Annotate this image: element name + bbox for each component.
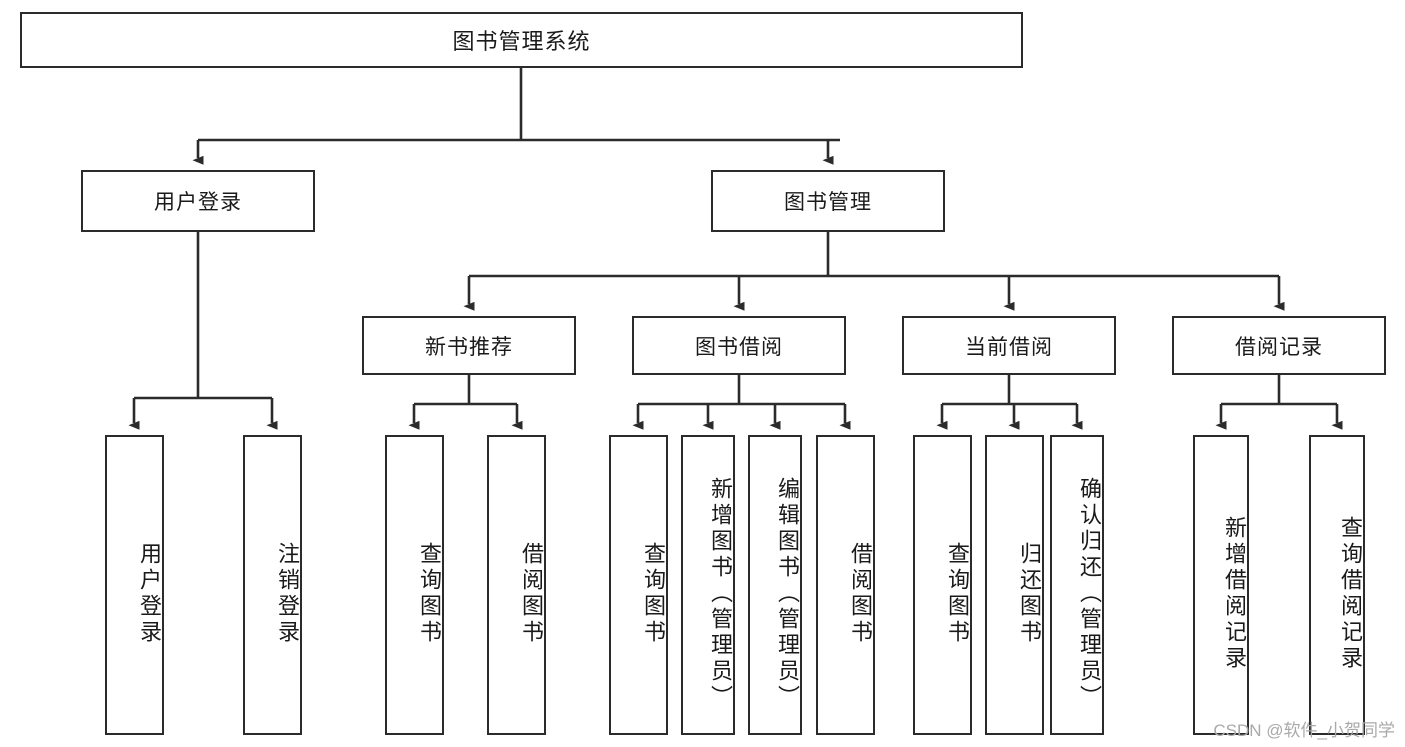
- node-level3-borrow-record[interactable]: 借阅记录: [1172, 316, 1386, 375]
- node-leaf-query-book-current[interactable]: 查询图书: [913, 435, 972, 735]
- node-leaf-label: 借阅图书: [848, 542, 873, 646]
- node-leaf-label: 查询图书: [641, 542, 666, 646]
- node-level3-book-borrow[interactable]: 图书借阅: [632, 316, 846, 375]
- node-leaf-label: 确认归还（管理员）: [1077, 477, 1102, 711]
- node-leaf-borrow-book[interactable]: 借阅图书: [816, 435, 875, 735]
- node-level2-book-management[interactable]: 图书管理: [711, 170, 945, 232]
- node-leaf-label: 注销登录: [275, 542, 300, 646]
- node-level2-user-login[interactable]: 用户登录: [81, 170, 315, 232]
- node-leaf-label: 查询借阅记录: [1338, 516, 1363, 672]
- node-leaf-label: 查询图书: [417, 542, 442, 646]
- node-level3-new-book-recommend[interactable]: 新书推荐: [362, 316, 576, 375]
- node-leaf-logout[interactable]: 注销登录: [243, 435, 302, 735]
- node-leaf-query-book-recommend[interactable]: 查询图书: [385, 435, 444, 735]
- node-leaf-label: 新增图书（管理员）: [708, 477, 733, 711]
- node-leaf-add-book-admin[interactable]: 新增图书（管理员）: [681, 435, 735, 735]
- watermark: CSDN @软件_小贺同学: [1213, 721, 1395, 740]
- node-leaf-add-borrow-record[interactable]: 新增借阅记录: [1193, 435, 1249, 735]
- node-leaf-label: 归还图书: [1017, 542, 1042, 646]
- node-leaf-label: 新增借阅记录: [1222, 516, 1247, 672]
- node-leaf-label: 用户登录: [137, 542, 162, 646]
- node-leaf-borrow-book-recommend[interactable]: 借阅图书: [487, 435, 546, 735]
- node-leaf-edit-book-admin[interactable]: 编辑图书（管理员）: [748, 435, 802, 735]
- node-level3-current-borrow[interactable]: 当前借阅: [902, 316, 1116, 375]
- node-leaf-query-book-borrow[interactable]: 查询图书: [609, 435, 668, 735]
- node-leaf-label: 编辑图书（管理员）: [775, 477, 800, 711]
- node-root[interactable]: 图书管理系统: [20, 12, 1023, 68]
- node-leaf-confirm-return-admin[interactable]: 确认归还（管理员）: [1050, 435, 1104, 735]
- node-leaf-label: 查询图书: [945, 542, 970, 646]
- node-leaf-return-book[interactable]: 归还图书: [985, 435, 1044, 735]
- node-leaf-label: 借阅图书: [519, 542, 544, 646]
- node-leaf-query-borrow-record[interactable]: 查询借阅记录: [1309, 435, 1365, 735]
- node-leaf-user-login[interactable]: 用户登录: [105, 435, 164, 735]
